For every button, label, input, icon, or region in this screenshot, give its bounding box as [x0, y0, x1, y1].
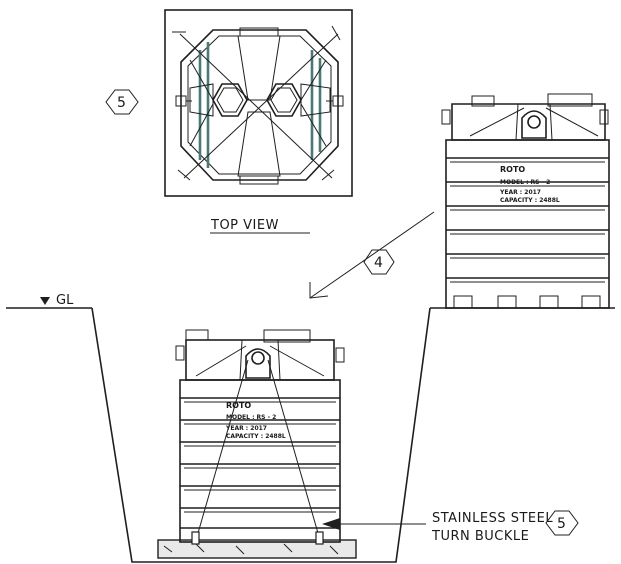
excavation-pit: GL [6, 293, 615, 563]
turn-buckle-right [315, 531, 324, 545]
callout-4 [363, 249, 395, 275]
tie-down-cable-left [195, 359, 249, 541]
callout-5-top-text: 5 [117, 95, 126, 111]
tank-lower-capacity: CAPACITY : 2488L [226, 433, 286, 440]
ground-level-label: GL [56, 293, 74, 308]
top-view-frame [164, 9, 353, 197]
callout-5-top: 5 [105, 89, 139, 115]
turn-buckle-label: TURN BUCKLE [431, 529, 529, 544]
pit-walls [91, 307, 431, 563]
callout-4-text: 4 [374, 255, 383, 271]
callout-5-bottom [545, 510, 579, 536]
top-view-label: TOP VIEW [210, 218, 279, 233]
tank-upper-lifting-eye [521, 110, 547, 139]
top-view-manhole-left [212, 83, 248, 117]
turn-buckle-callout: STAINLESS STEEL TURN BUCKLE 5 [322, 510, 579, 544]
top-view [164, 9, 353, 197]
tank-upper-model: MODEL : RS - 2 [500, 179, 550, 186]
tank-upper-brand: ROTO [500, 165, 525, 174]
tank-upper: ROTO MODEL : RS - 2 YEAR : 2017 CAPACITY… [441, 93, 610, 309]
tank-lower-lifting-eye [245, 348, 271, 379]
stainless-steel-label: STAINLESS STEEL [432, 511, 553, 526]
ground-level-marker [40, 297, 50, 305]
concrete-base-slab [157, 539, 357, 559]
turn-buckle-left [191, 531, 200, 545]
lowering-arrow: 4 [309, 211, 435, 299]
tank-lower-year: YEAR : 2017 [225, 425, 267, 432]
tie-down-cable-right [267, 359, 321, 541]
tank-upper-capacity: CAPACITY : 2488L [500, 197, 560, 204]
tank-lower-brand: ROTO [226, 401, 251, 410]
top-view-tank-outline [180, 29, 339, 181]
tank-lower-model: MODEL : RS - 2 [226, 414, 276, 421]
tank-lower: ROTO MODEL : RS - 2 YEAR : 2017 CAPACITY… [157, 329, 357, 559]
callout-5-bottom-text: 5 [557, 516, 566, 532]
tank-upper-year: YEAR : 2017 [499, 189, 541, 196]
